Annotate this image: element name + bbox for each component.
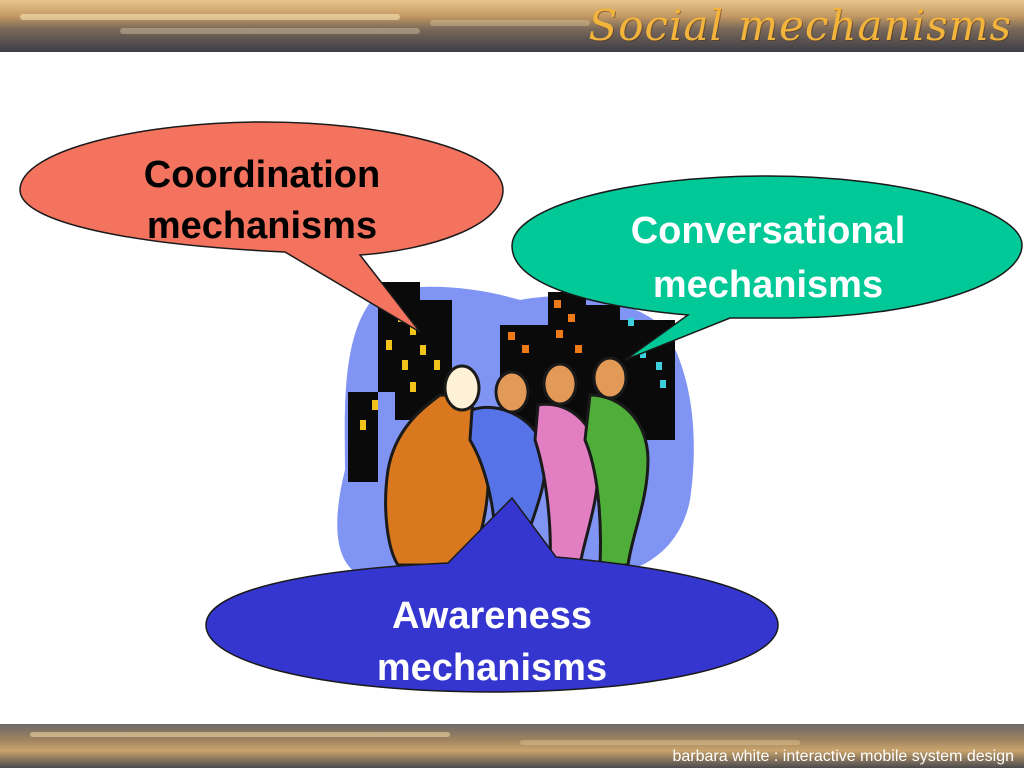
coordination-bubble: Coordination mechanisms <box>19 121 504 333</box>
awareness-line2: mechanisms <box>377 647 607 689</box>
awareness-line1: Awareness <box>392 595 592 637</box>
slide-title: Social mechanisms <box>588 1 1012 50</box>
conversational-bubble-shape <box>511 175 1023 361</box>
awareness-bubble-shape <box>205 496 779 693</box>
coordination-line2: mechanisms <box>147 205 377 247</box>
top-banner <box>0 0 1024 52</box>
conversational-line1: Conversational <box>631 210 906 252</box>
awareness-bubble: Awareness mechanisms <box>205 496 779 693</box>
coordination-line1: Coordination <box>144 154 380 196</box>
bottom-banner <box>0 724 1024 768</box>
coordination-bubble-shape <box>19 121 504 333</box>
conversational-bubble: Conversational mechanisms <box>511 175 1023 361</box>
conversational-line2: mechanisms <box>653 264 883 306</box>
footer-credit: barbara white : interactive mobile syste… <box>672 748 1015 765</box>
